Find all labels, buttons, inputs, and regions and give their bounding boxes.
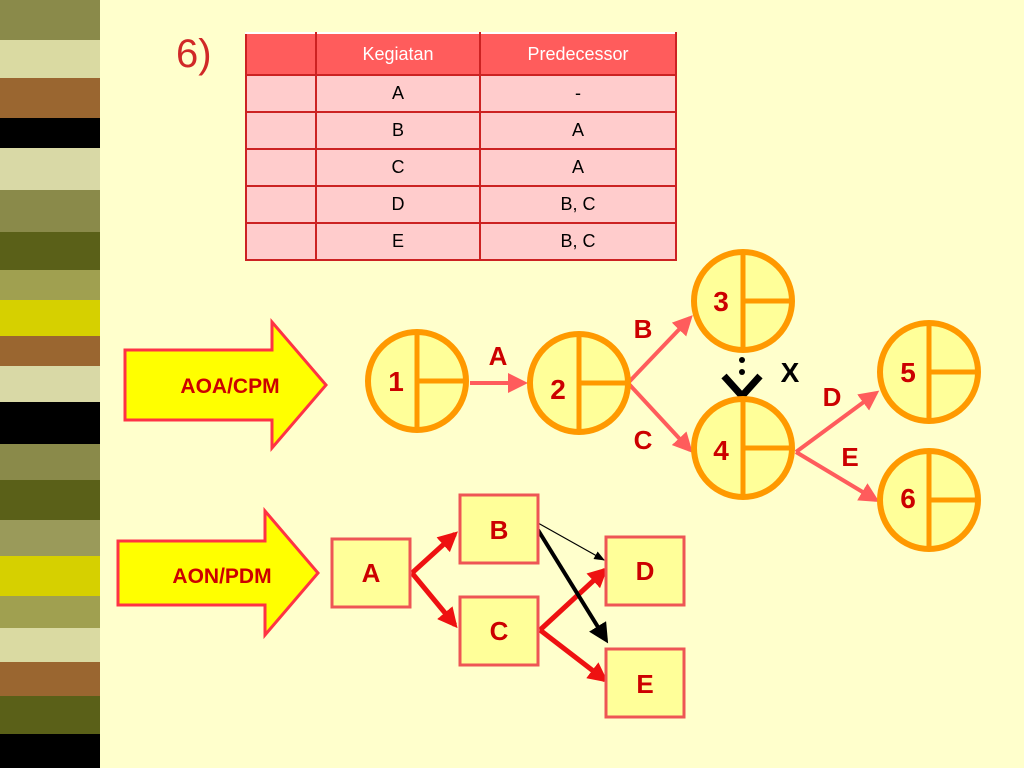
aoa-label: AOA/CPM bbox=[180, 375, 279, 398]
slide-number: 6) bbox=[176, 32, 212, 76]
decorative-stripe bbox=[0, 0, 118, 768]
predecessor-table: Kegiatan Predecessor A - B A C A D B, C … bbox=[245, 32, 677, 261]
activity-box-c: C bbox=[458, 595, 540, 667]
table-cell: - bbox=[479, 74, 677, 113]
aon-arrow-a-c bbox=[410, 571, 458, 629]
table-row: C A bbox=[245, 148, 677, 187]
arrow-label-b: B bbox=[634, 314, 653, 344]
aon-arrow-c-d bbox=[538, 567, 608, 632]
event-node-number: 3 bbox=[713, 286, 729, 317]
arrow-e bbox=[794, 450, 880, 503]
event-node-3: 3 bbox=[691, 249, 795, 353]
arrow-label-d: D bbox=[823, 382, 842, 412]
aon-arrow-b-e bbox=[536, 528, 609, 644]
aoa-block-arrow bbox=[123, 317, 328, 453]
table-row: E B, C bbox=[245, 222, 677, 261]
event-node-4: 4 bbox=[691, 396, 795, 500]
event-node-number: 2 bbox=[550, 374, 566, 405]
activity-box-label: C bbox=[490, 616, 509, 646]
event-node-5: 5 bbox=[877, 320, 981, 424]
table-header: Predecessor bbox=[479, 32, 677, 76]
table-header bbox=[245, 32, 317, 76]
arrow-label-a: A bbox=[489, 341, 508, 371]
table-cell: B bbox=[315, 111, 481, 150]
table-header: Kegiatan bbox=[315, 32, 481, 76]
table-cell: B, C bbox=[479, 185, 677, 224]
activity-box-b: B bbox=[458, 493, 540, 565]
activity-box-label: B bbox=[490, 515, 509, 545]
activity-box-label: A bbox=[362, 558, 381, 588]
event-node-6: 6 bbox=[877, 448, 981, 552]
table-cell: A bbox=[479, 148, 677, 187]
table-cell bbox=[245, 222, 317, 261]
aon-arrow-a-b bbox=[410, 531, 458, 575]
event-node-2: 2 bbox=[527, 331, 631, 435]
table-row: A - bbox=[245, 74, 677, 113]
activity-box-d: D bbox=[604, 535, 686, 607]
event-node-number: 1 bbox=[388, 366, 404, 397]
table-row: B A bbox=[245, 111, 677, 150]
table-cell bbox=[245, 111, 317, 150]
table-cell bbox=[245, 148, 317, 187]
arrow-d bbox=[794, 390, 880, 454]
aon-arrow-b-d bbox=[537, 522, 605, 561]
arrow-b bbox=[626, 315, 693, 385]
event-node-number: 4 bbox=[713, 435, 729, 466]
table-cell: A bbox=[479, 111, 677, 150]
table-cell bbox=[245, 74, 317, 113]
event-node-number: 5 bbox=[900, 357, 916, 388]
aon-label: AON/PDM bbox=[172, 565, 271, 588]
table-header-row: Kegiatan Predecessor bbox=[245, 32, 677, 76]
table-cell: E bbox=[315, 222, 481, 261]
table-cell: D bbox=[315, 185, 481, 224]
aon-block-arrow bbox=[116, 506, 320, 640]
arrow-c bbox=[626, 381, 693, 453]
event-node-1: 1 bbox=[365, 329, 469, 433]
activity-box-label: E bbox=[636, 669, 653, 699]
event-node-number: 6 bbox=[900, 483, 916, 514]
activity-box-label: D bbox=[636, 556, 655, 586]
arrow-label-e: E bbox=[841, 442, 858, 472]
table-cell: C bbox=[315, 148, 481, 187]
table-cell: A bbox=[315, 74, 481, 113]
arrow-label-c: C bbox=[634, 425, 653, 455]
table-row: D B, C bbox=[245, 185, 677, 224]
activity-box-e: E bbox=[604, 647, 686, 719]
conflict-mark: X bbox=[781, 357, 800, 388]
table-cell: B, C bbox=[479, 222, 677, 261]
aon-arrow-c-e bbox=[538, 628, 609, 683]
table-cell bbox=[245, 185, 317, 224]
activity-box-a: A bbox=[330, 537, 412, 609]
